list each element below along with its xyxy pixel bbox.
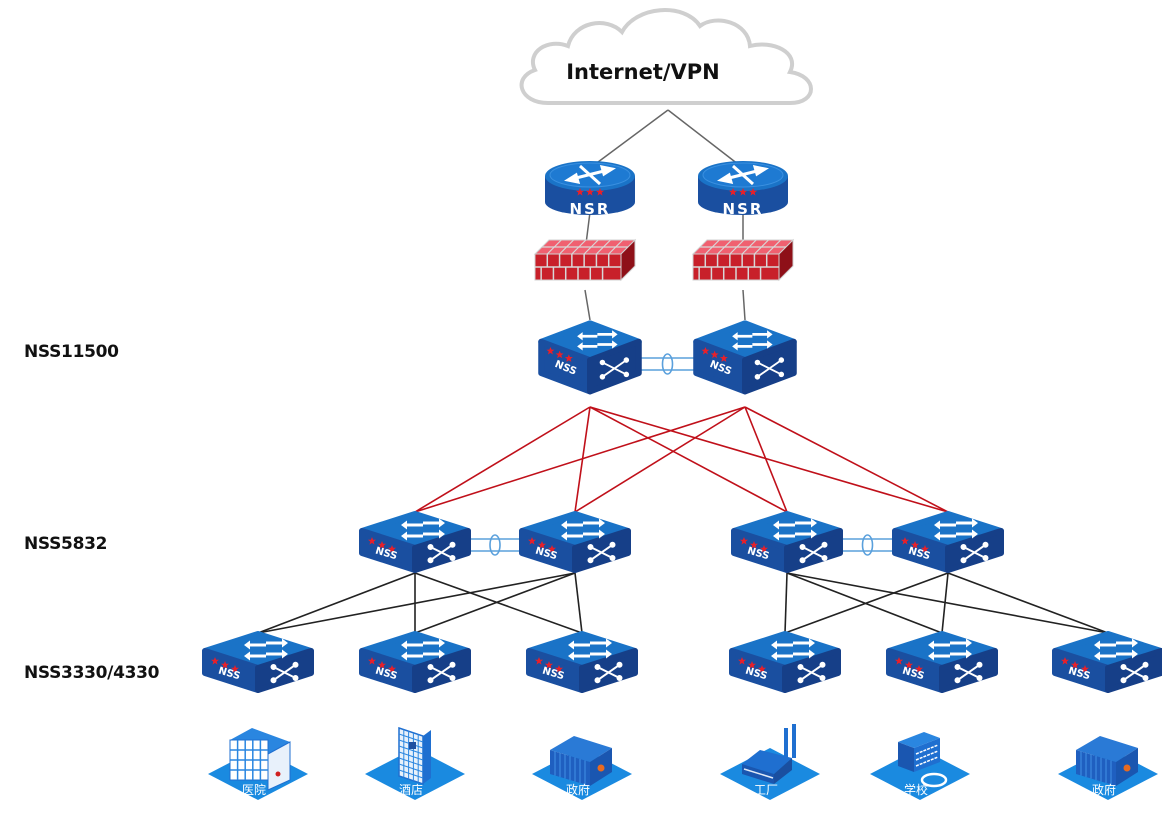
switch-cross-icon <box>594 661 623 684</box>
router-label: NSR <box>723 200 764 218</box>
government-icon <box>1076 736 1138 786</box>
aggregation-access-link <box>947 572 1109 634</box>
switch-acc-3[interactable]: NSS <box>526 631 638 693</box>
government-icon <box>550 736 612 786</box>
school-icon <box>898 732 948 788</box>
hospital-icon <box>229 728 291 791</box>
switch-arrows-icon <box>401 638 445 661</box>
switch-arrows-icon <box>244 638 288 661</box>
switch-arrows-icon <box>577 330 618 351</box>
switch-acc-5[interactable]: NSS <box>886 631 998 693</box>
building-label: 政府 <box>566 782 590 797</box>
tier-label-core: NSS11500 <box>24 342 119 362</box>
switch-cross-icon <box>270 661 299 684</box>
switch-arrows-icon <box>401 518 445 541</box>
factory-icon <box>742 724 796 784</box>
building-school[interactable]: 学校 <box>870 732 970 800</box>
aggregation-access-link <box>257 572 576 634</box>
wan-link <box>584 289 591 321</box>
switch-cross-icon <box>960 541 989 564</box>
building-label: 工厂 <box>754 783 778 797</box>
aggregation-access-link <box>784 572 788 634</box>
switch-arrows-icon <box>568 638 612 661</box>
building-hotel[interactable]: 酒店 <box>365 726 465 800</box>
building-hospital[interactable]: 医院 <box>208 728 308 800</box>
building-government-2[interactable]: 政府 <box>1058 736 1158 800</box>
switch-acc-4[interactable]: NSS <box>729 631 841 693</box>
building-base <box>870 748 970 800</box>
core-aggregation-link <box>744 406 949 513</box>
router-nsr-1[interactable]: NSR <box>545 161 635 218</box>
stack-ring-icon <box>489 534 501 556</box>
wan-link <box>742 289 746 321</box>
hotel-icon <box>398 726 431 786</box>
tier-label-access: NSS3330/4330 <box>24 663 160 683</box>
switch-arrows-icon <box>934 518 978 541</box>
stack-ring-icon <box>661 353 674 375</box>
switch-cross-icon <box>427 541 456 564</box>
internet-cloud: Internet/VPN <box>519 8 813 105</box>
switch-cross-icon <box>797 661 826 684</box>
building-label: 学校 <box>904 782 928 797</box>
links-layer <box>257 109 1109 634</box>
tier-label-aggregation: NSS5832 <box>24 534 108 554</box>
aggregation-access-link <box>786 572 1109 634</box>
building-label: 医院 <box>242 783 266 797</box>
building-label: 酒店 <box>399 783 423 797</box>
stack-ring-icon <box>861 534 874 556</box>
router-label: NSR <box>570 200 611 218</box>
aggregation-access-link <box>257 572 416 634</box>
switch-core-1[interactable]: NSS <box>538 320 642 395</box>
switch-arrows-icon <box>771 638 815 661</box>
switch-acc-6[interactable]: NSS <box>1052 631 1162 693</box>
cloud-shape <box>519 8 813 105</box>
core-aggregation-link <box>589 406 788 513</box>
switch-arrows-icon <box>1094 638 1138 661</box>
stack-link <box>460 534 530 556</box>
switch-arrows-icon <box>561 518 605 541</box>
aggregation-access-link <box>574 572 583 634</box>
switch-cross-icon <box>599 357 630 380</box>
building-factory[interactable]: 工厂 <box>720 724 820 800</box>
switch-arrows-icon <box>773 518 817 541</box>
switch-acc-2[interactable]: NSS <box>359 631 471 693</box>
core-aggregation-link <box>744 406 788 513</box>
switch-cross-icon <box>954 661 983 684</box>
firewall-fw-2[interactable] <box>691 238 795 282</box>
switch-acc-1[interactable]: NSS <box>202 631 314 693</box>
switch-agg-4[interactable]: NSS <box>892 511 1004 573</box>
switch-agg-3[interactable]: NSS <box>731 511 843 573</box>
wan-link <box>589 109 669 169</box>
building-government-1[interactable]: 政府 <box>532 736 632 800</box>
stack-link <box>832 534 903 556</box>
cloud-label: Internet/VPN <box>566 60 720 84</box>
switch-agg-1[interactable]: NSS <box>359 511 471 573</box>
aggregation-access-link <box>414 572 576 634</box>
aggregation-access-link <box>414 572 583 634</box>
switch-cross-icon <box>427 661 456 684</box>
switch-arrows-icon <box>928 638 972 661</box>
aggregation-access-link <box>784 572 949 634</box>
stack-link <box>635 353 700 375</box>
router-arrows-icon <box>564 164 616 186</box>
building-label: 政府 <box>1092 782 1116 797</box>
switch-cross-icon <box>1120 661 1149 684</box>
router-nsr-2[interactable]: NSR <box>698 161 788 218</box>
switch-arrows-icon <box>732 330 773 351</box>
firewall-fw-1[interactable] <box>533 238 637 282</box>
aggregation-access-link <box>941 572 949 634</box>
switch-agg-2[interactable]: NSS <box>519 511 631 573</box>
switch-cross-icon <box>754 357 785 380</box>
core-aggregation-link <box>589 406 949 513</box>
core-aggregation-link <box>414 406 746 513</box>
router-arrows-icon <box>717 164 769 186</box>
switch-core-2[interactable]: NSS <box>693 320 797 395</box>
switch-cross-icon <box>587 541 616 564</box>
switch-cross-icon <box>799 541 828 564</box>
core-aggregation-link <box>574 406 746 513</box>
wan-link <box>667 109 744 169</box>
core-aggregation-link <box>414 406 591 513</box>
